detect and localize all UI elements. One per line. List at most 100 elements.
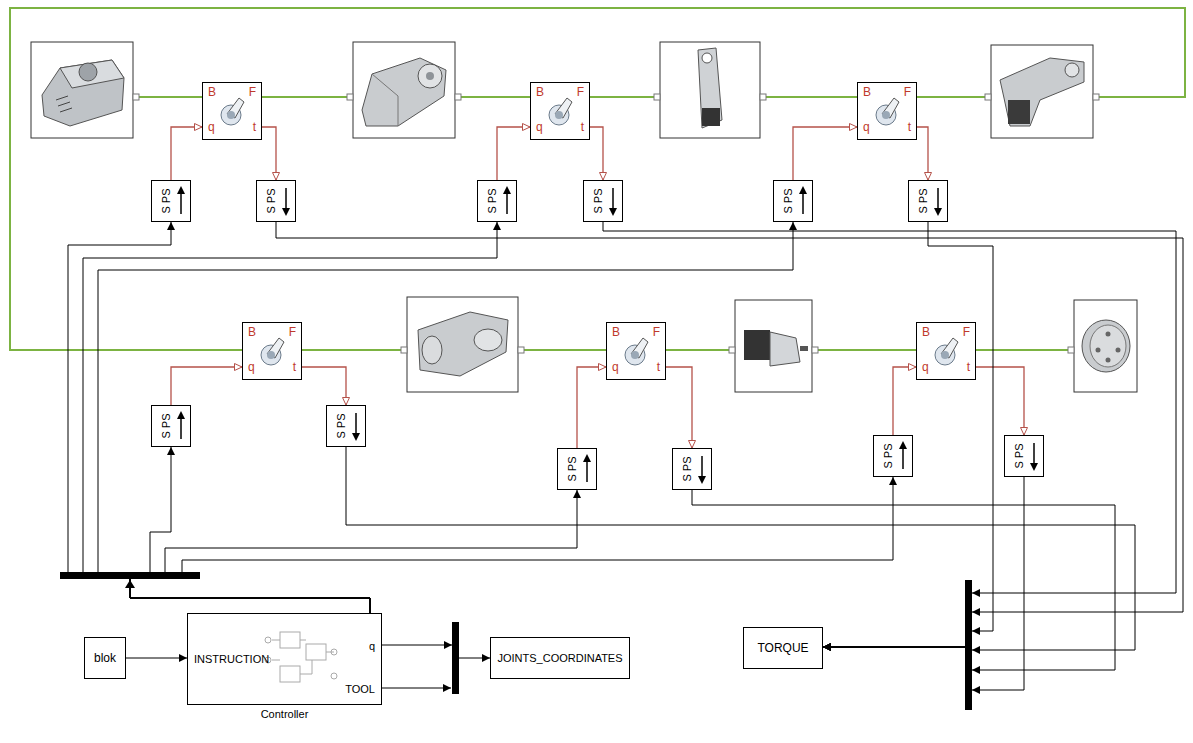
ps-to-simulink-converter: S PS: [908, 180, 948, 222]
port: [401, 347, 407, 353]
physical-signal-line: [171, 367, 242, 405]
ps-to-simulink-converter: S PS: [1004, 435, 1044, 477]
converter-label: S PS: [266, 188, 277, 213]
wrist-motor: [744, 330, 770, 360]
subsystem-inner-line: [272, 640, 334, 674]
joint-pin: [555, 111, 563, 119]
part-frame: [660, 42, 760, 138]
arrow-head: [177, 186, 185, 194]
joint-lever: [882, 98, 899, 118]
converter-label: S PS: [883, 443, 894, 468]
physical-connection: [10, 8, 1185, 350]
converter-label: S PS: [336, 413, 347, 438]
joint-lever: [267, 338, 284, 358]
joint-pin: [882, 111, 890, 119]
elbow-hub: [1065, 63, 1079, 77]
upper-arm-part: [660, 42, 760, 138]
port-label: B: [248, 326, 256, 338]
part-ports: [133, 94, 1099, 353]
arrow-head: [934, 208, 942, 216]
part-frame: [407, 297, 518, 392]
part-frame: [1074, 300, 1137, 392]
arrow-head: [609, 208, 617, 216]
port-label: q: [369, 641, 375, 652]
arrow-head: [799, 186, 807, 194]
port-label: F: [249, 86, 256, 98]
flange-hole: [1106, 358, 1111, 363]
subsystem-port: [331, 673, 337, 679]
physical-signal-line: [666, 367, 692, 448]
converter-label: S PS: [918, 188, 929, 213]
port-label: q: [248, 361, 255, 373]
simulink-to-ps-converter: S PS: [151, 180, 191, 222]
signal-line: [823, 477, 1024, 690]
port: [347, 94, 353, 100]
wrist-shaft: [800, 346, 808, 351]
subsystem-inner-block: [280, 666, 300, 682]
arm-hole: [702, 53, 712, 63]
part-frame: [735, 300, 812, 392]
physical-signal-line: [302, 367, 346, 405]
physical-signal-line: [497, 127, 530, 180]
revolute-joint-block: BFqt: [242, 322, 302, 380]
signal-block: TORQUE: [743, 627, 823, 669]
forearm-part: [407, 297, 518, 392]
port-label: B: [612, 326, 620, 338]
port: [518, 347, 524, 353]
joint-pin: [941, 351, 949, 359]
joint-lever: [631, 338, 648, 358]
converter-label: S PS: [487, 188, 498, 213]
signal-block: blok: [84, 637, 126, 679]
elbow-body: [1000, 58, 1084, 126]
controller-subsystem: INSTRUCTIONqTOOLController: [187, 613, 382, 705]
subsystem-inner-block: [280, 632, 300, 648]
converter-label: S PS: [161, 413, 172, 438]
block-label: TORQUE: [757, 642, 808, 654]
port-label: t: [908, 121, 911, 133]
port: [760, 94, 766, 100]
simulink-to-ps-converter: S PS: [873, 435, 913, 477]
base-top: [60, 60, 124, 88]
port: [1068, 347, 1074, 353]
joint-lever: [941, 338, 958, 358]
part-frame: [991, 45, 1093, 138]
port-label: t: [657, 361, 660, 373]
ps-to-simulink-converter: S PS: [583, 180, 623, 222]
physical-signal-line: [893, 367, 916, 435]
arm-link: [698, 48, 722, 128]
signal-line: [68, 222, 382, 645]
converter-label: S PS: [1014, 443, 1025, 468]
joint-lever: [555, 98, 572, 118]
subsystem-port: [265, 637, 271, 643]
port-label: TOOL: [345, 684, 375, 695]
flange-disk: [1082, 320, 1130, 372]
port: [812, 347, 818, 353]
mux-inputs: [972, 589, 980, 694]
flange-hole: [1116, 348, 1121, 353]
port-label: B: [863, 86, 871, 98]
port-label: q: [612, 361, 619, 373]
port-label: F: [577, 86, 584, 98]
tool-flange-part: [1074, 300, 1137, 392]
port-label: F: [289, 326, 296, 338]
simulink-to-ps-converter: S PS: [557, 448, 597, 490]
elbow-part: [991, 45, 1093, 138]
port-label: INSTRUCTION: [194, 654, 269, 665]
signal-line: [126, 658, 187, 659]
subsystem-port: [331, 649, 337, 655]
revolute-joint-block: BFqt: [916, 322, 976, 380]
arrow-head: [583, 454, 591, 462]
port-label: F: [963, 326, 970, 338]
elbow-motor: [1008, 100, 1030, 124]
physical-signal-line: [590, 127, 603, 180]
joint-lever: [227, 98, 244, 118]
arrow-head: [698, 476, 706, 484]
port-label: t: [253, 121, 256, 133]
ps-to-simulink-converter: S PS: [256, 180, 296, 222]
simulink-to-ps-converter: S PS: [773, 180, 813, 222]
joint-pin: [227, 111, 235, 119]
arrow-head: [282, 208, 290, 216]
signal-line: [276, 222, 1183, 647]
port-label: F: [653, 326, 660, 338]
